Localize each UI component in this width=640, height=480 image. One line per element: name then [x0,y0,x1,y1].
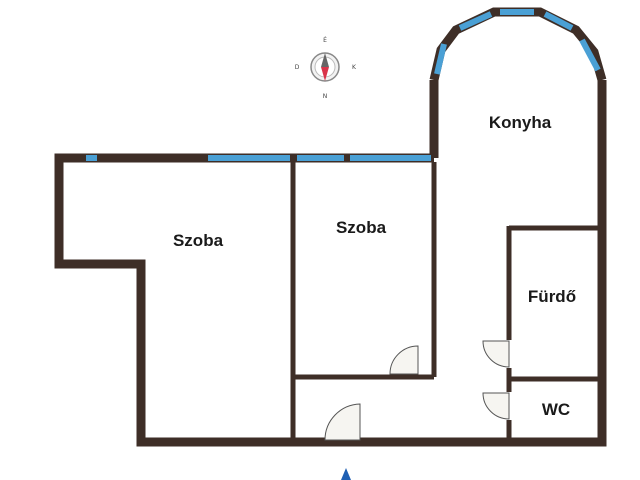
doors [324,340,510,441]
compass-letter-left: D [295,64,300,71]
room-label-furdo: Fürdő [528,287,576,306]
window-bay-2 [458,11,493,31]
window-bay-4 [543,11,574,31]
compass-letter-bottom: N [323,93,328,100]
room-label-konyha: Konyha [489,113,552,132]
entrance-arrow-icon [341,468,351,480]
outer-wall [54,80,607,447]
room-label-szoba-1: Szoba [173,231,224,250]
kitchen-bay-wall [429,7,607,82]
compass-needle-icon [321,53,329,67]
compass-letter-top: É [323,36,327,44]
room-label-wc: WC [542,400,570,419]
compass: É D K N [295,36,357,100]
window-bay-1 [434,43,447,75]
door-szoba2 [389,345,419,375]
door-furdo [482,340,510,368]
window-bay-5 [579,38,601,72]
room-label-szoba-2: Szoba [336,218,387,237]
door-wc [482,392,510,420]
compass-letter-right: K [352,64,357,71]
windows [86,9,601,161]
door-entry [324,403,361,441]
